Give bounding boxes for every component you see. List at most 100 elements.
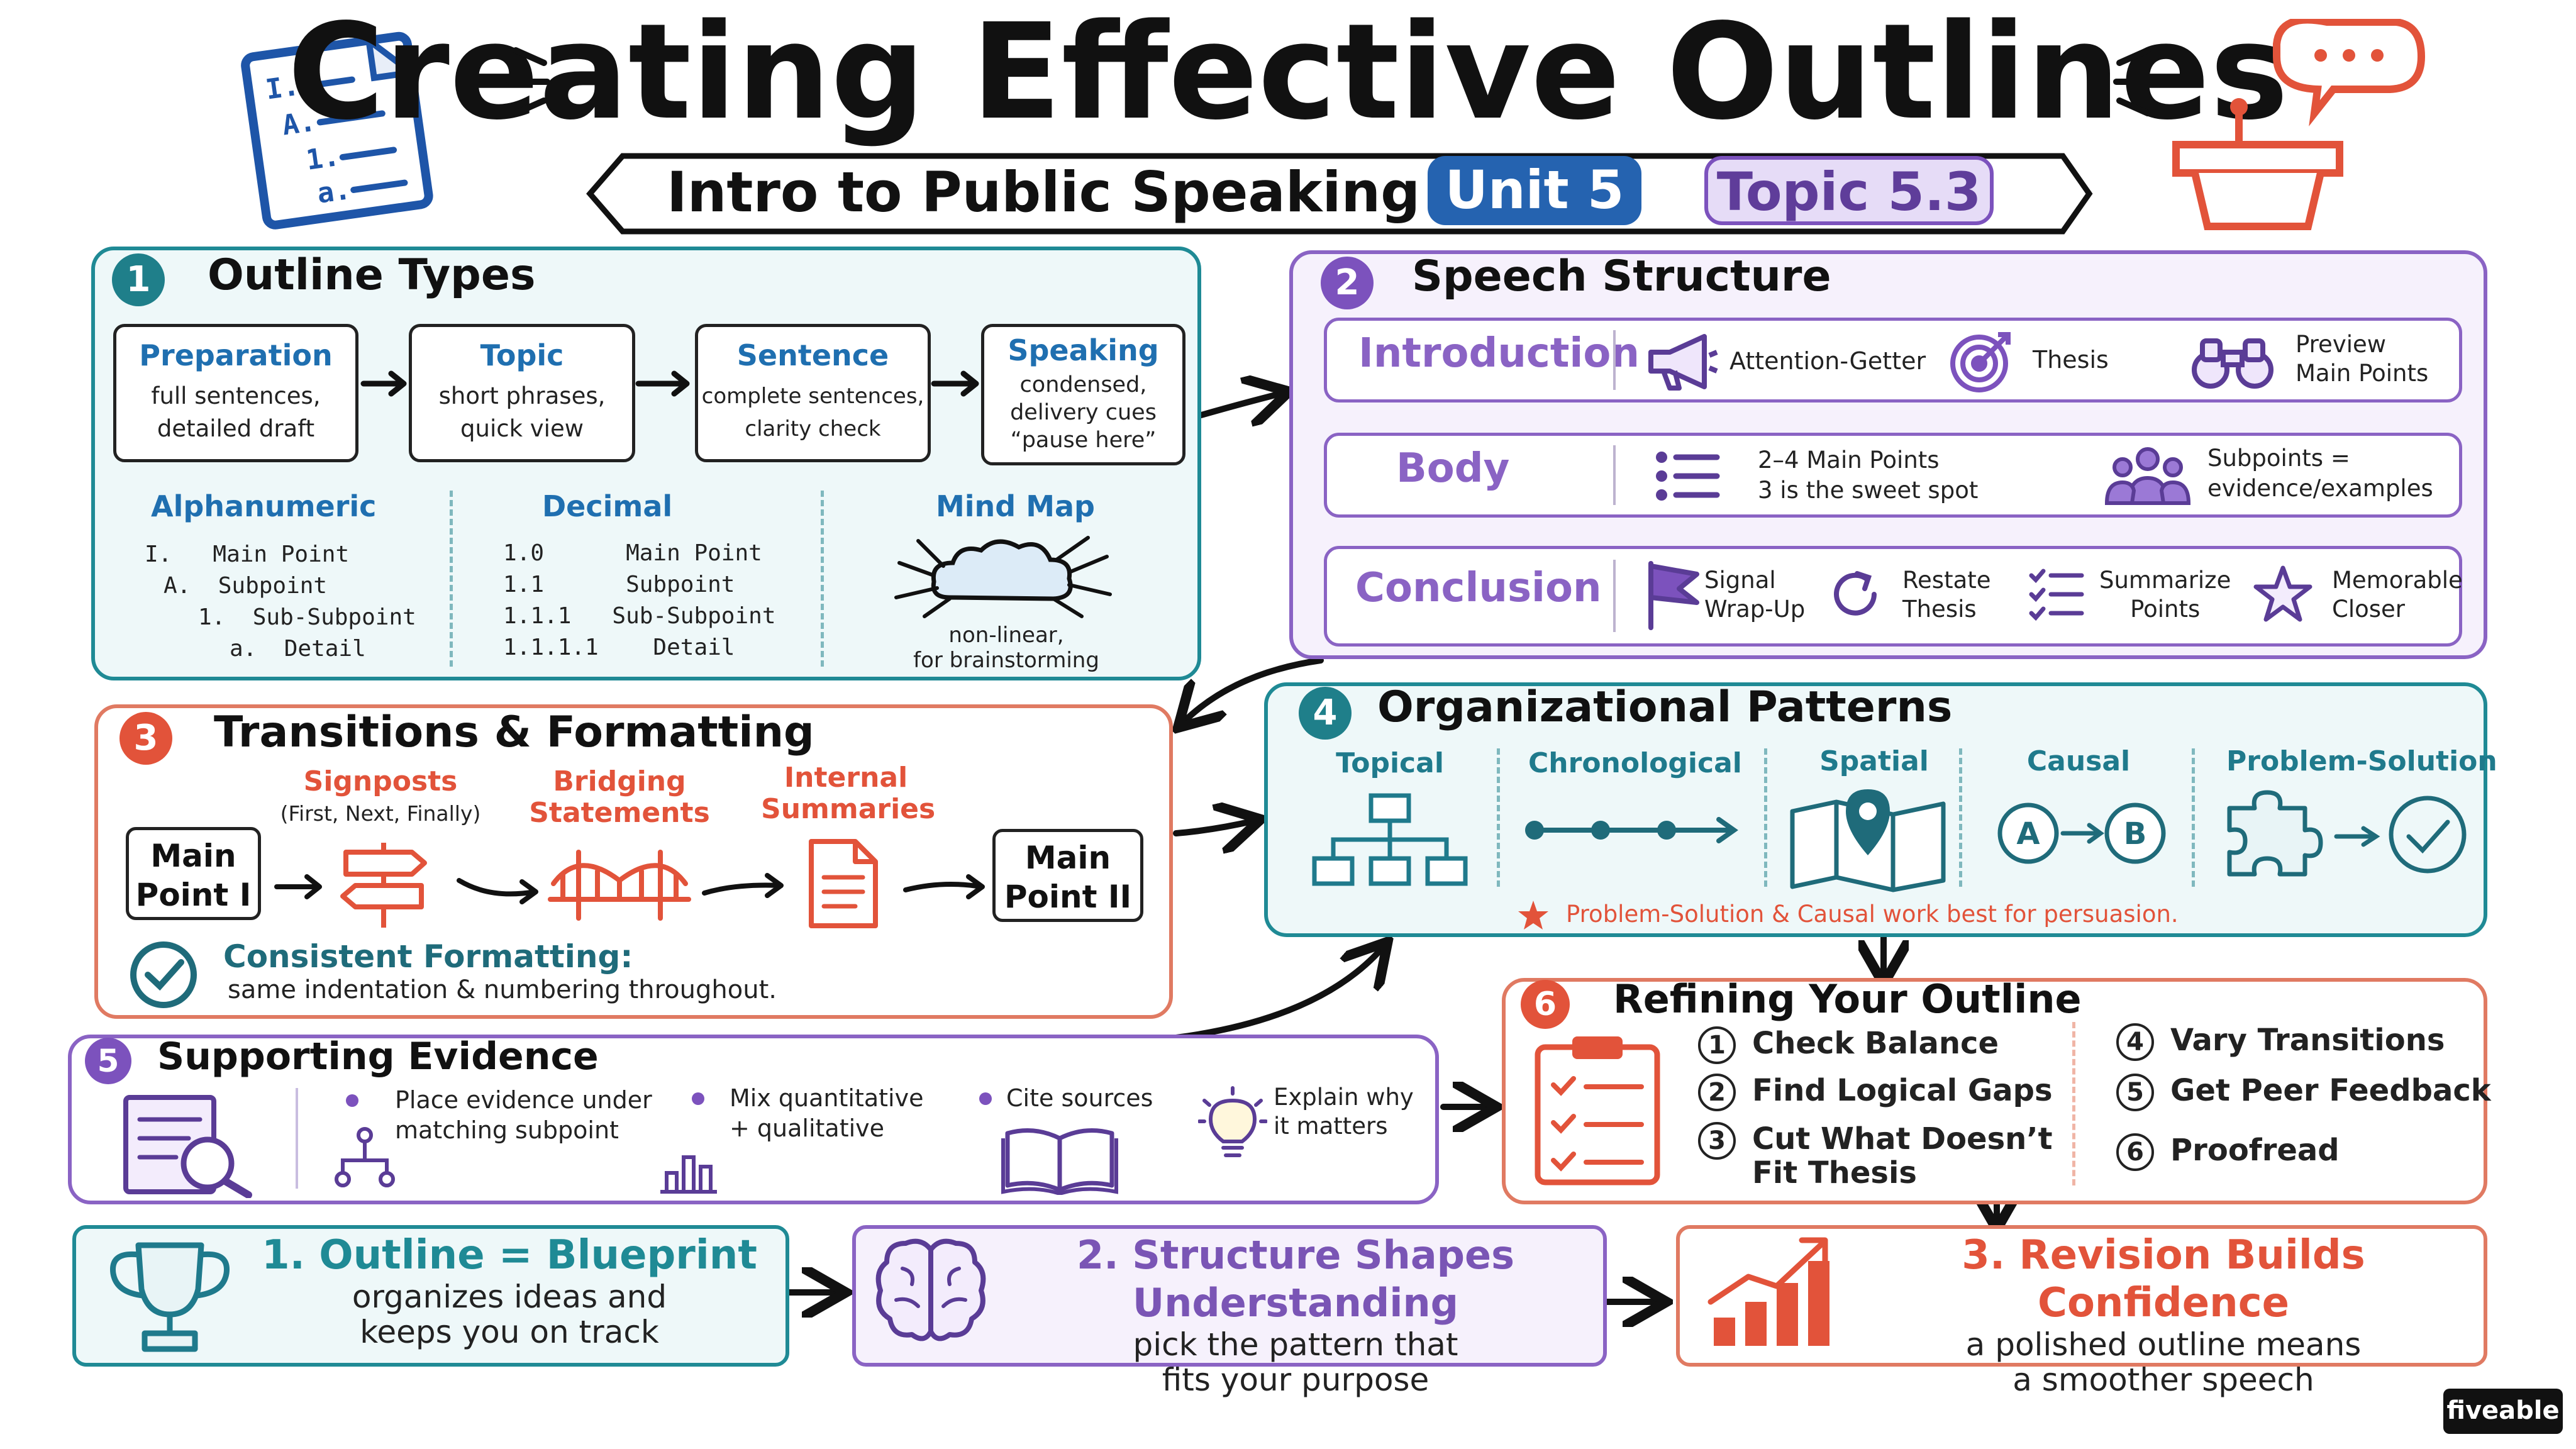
section-2-badge: 2 bbox=[1321, 257, 1374, 309]
card-preparation: Preparation full sentences,detailed draf… bbox=[113, 324, 358, 462]
title-sparkle-left-icon bbox=[506, 47, 550, 116]
row-divider bbox=[1613, 330, 1616, 390]
pattern-topical: Topical bbox=[1336, 747, 1444, 779]
causal-a-label: A bbox=[2016, 816, 2040, 852]
evidence-divider bbox=[296, 1088, 298, 1189]
binoculars-icon bbox=[2192, 338, 2273, 389]
trophy-icon bbox=[110, 1242, 230, 1352]
card-line: quick view bbox=[460, 415, 584, 442]
row-label-conclusion: Conclusion bbox=[1355, 565, 1602, 611]
tree-icon bbox=[335, 1127, 395, 1187]
decimal-line-3: 1.1.1 Sub-Subpoint bbox=[503, 603, 776, 629]
format-divider bbox=[450, 491, 453, 667]
book-icon bbox=[1001, 1128, 1118, 1195]
svg-text:I.: I. bbox=[264, 70, 301, 106]
pattern-divider bbox=[2192, 748, 2195, 887]
signposts-title: Signposts bbox=[303, 765, 458, 797]
pattern-spatial: Spatial bbox=[1819, 745, 1929, 777]
item-subpoints: Subpoints =evidence/examples bbox=[2207, 445, 2433, 502]
mind-map-cloud-icon bbox=[894, 536, 1112, 618]
card-title: Speaking bbox=[1008, 333, 1159, 367]
bullet-dot-icon bbox=[346, 1094, 358, 1107]
arrow-evidence-to-patterns bbox=[1173, 947, 1384, 1041]
lightbulb-icon bbox=[1198, 1086, 1267, 1157]
card-title: Preparation bbox=[139, 338, 333, 372]
format-alphanumeric-title: Alphanumeric bbox=[151, 489, 377, 523]
row-label-body: Body bbox=[1396, 445, 1510, 492]
patterns-note: Problem-Solution & Causal work best for … bbox=[1566, 901, 2179, 928]
item-attention-getter: Attention-Getter bbox=[1729, 347, 1926, 375]
card-arrows bbox=[360, 370, 979, 397]
card-line: complete sentences, bbox=[701, 384, 924, 409]
card-sentence: Sentence complete sentences, clarity chec… bbox=[695, 324, 931, 462]
brand-logo: fiveable bbox=[2443, 1389, 2563, 1434]
section-5-title: Supporting Evidence bbox=[157, 1035, 599, 1079]
section-1-badge: 1 bbox=[112, 253, 165, 306]
megaphone-icon bbox=[1648, 334, 1718, 391]
star-note-icon bbox=[1518, 901, 1548, 930]
item-thesis: Thesis bbox=[2033, 346, 2109, 374]
section-3-title: Transitions & Formatting bbox=[214, 708, 814, 757]
svg-text:1.: 1. bbox=[304, 140, 342, 177]
title-sparkle-right-icon bbox=[2113, 47, 2157, 116]
brain-icon bbox=[875, 1238, 986, 1341]
clipboard-checklist-icon bbox=[1535, 1036, 1660, 1185]
subtitle: Intro to Public Speaking bbox=[667, 160, 1421, 225]
hierarchy-icon bbox=[1312, 793, 1468, 886]
refresh-icon bbox=[1834, 571, 1877, 616]
list-icon bbox=[1656, 452, 1720, 501]
alpha-line-4: a. Detail bbox=[230, 636, 366, 662]
document-search-icon bbox=[123, 1095, 252, 1198]
alpha-line-2: A. Subpoint bbox=[164, 573, 328, 599]
puzzle-to-check-icon bbox=[2227, 790, 2467, 877]
svg-text:a.: a. bbox=[315, 174, 353, 210]
checklist-icon bbox=[2029, 569, 2084, 621]
signposts-note: (First, Next, Finally) bbox=[280, 801, 481, 826]
topic-badge: Topic 5.3 bbox=[1704, 156, 1994, 225]
section-3-badge: 3 bbox=[119, 712, 172, 765]
transition-flow-arrows bbox=[274, 873, 985, 904]
card-title: Sentence bbox=[736, 338, 889, 372]
bullet-dot-icon bbox=[692, 1092, 704, 1105]
arrow-types-to-structure bbox=[1198, 393, 1283, 415]
causal-b-label: B bbox=[2124, 816, 2147, 852]
check-circle-icon bbox=[130, 941, 197, 1008]
card-line: clarity check bbox=[745, 416, 881, 441]
pattern-divider bbox=[1764, 748, 1767, 887]
outline-document-icon: I.A.1.a. bbox=[241, 31, 433, 230]
decimal-line-2: 1.1 Subpoint bbox=[503, 572, 735, 597]
target-icon bbox=[1950, 332, 2011, 392]
alpha-line-1: I. Main Point bbox=[145, 541, 350, 567]
card-title: Topic bbox=[480, 338, 564, 372]
signpost-icon bbox=[340, 843, 427, 928]
section-5-badge: 5 bbox=[85, 1038, 131, 1084]
row-label-introduction: Introduction bbox=[1358, 330, 1640, 377]
star-icon bbox=[2253, 565, 2312, 622]
pattern-divider bbox=[1959, 748, 1962, 887]
pattern-problem-solution: Problem-Solution bbox=[2226, 745, 2497, 777]
pattern-causal: Causal bbox=[2026, 745, 2131, 777]
format-mindmap-title: Mind Map bbox=[936, 489, 1095, 523]
map-pin-icon bbox=[1790, 789, 1946, 892]
structure-row-introduction bbox=[1324, 318, 2462, 402]
formatting-text: same indentation & numbering throughout. bbox=[228, 975, 777, 1004]
section-6-title: Refining Your Outline bbox=[1613, 976, 2082, 1022]
row-divider bbox=[1613, 560, 1616, 632]
format-divider bbox=[821, 491, 824, 667]
section-1-title: Outline Types bbox=[208, 250, 536, 300]
bullet-dot-icon bbox=[979, 1092, 992, 1105]
